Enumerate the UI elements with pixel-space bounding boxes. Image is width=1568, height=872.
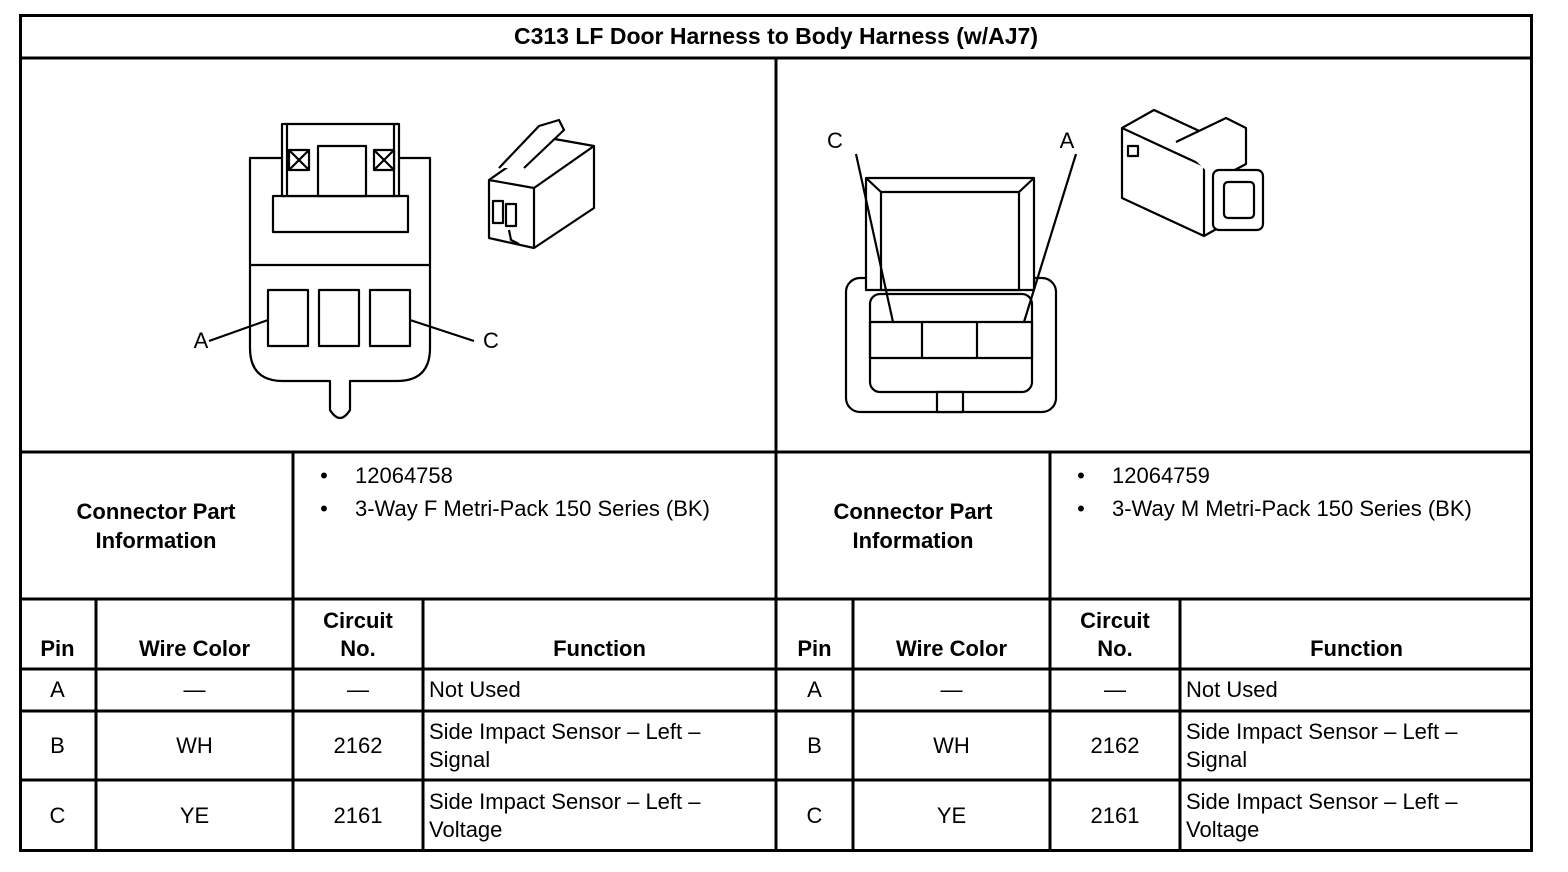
connector-end-view-table: C313 LF Door Harness to Body Harness (w/… (19, 14, 1533, 852)
pin-label-a: A (193, 328, 209, 353)
header-wire-color: Wire Color (138, 636, 251, 661)
female-connector-drawing (208, 118, 596, 420)
header-circuit-no: Circuit No. (323, 608, 393, 661)
wire-color-cell: — (940, 677, 963, 702)
pin-cell: C (806, 803, 823, 828)
connector-part-info-label: Connector Part Information (833, 498, 993, 553)
wire-color-cell: YE (936, 803, 967, 828)
pin-label-c: C (827, 128, 843, 153)
part-info-list: •12064759 •3-Way M Metri-Pack 150 Series… (1050, 461, 1533, 523)
circuit-cell: 2161 (1090, 803, 1140, 828)
list-item: •3-Way M Metri-Pack 150 Series (BK) (1050, 494, 1533, 523)
diagram-title: C313 LF Door Harness to Body Harness (w/… (513, 22, 1039, 49)
circuit-cell: — (1104, 677, 1126, 702)
list-item: •12064759 (1050, 461, 1533, 490)
part-description: 3-Way M Metri-Pack 150 Series (BK) (1112, 496, 1472, 521)
pin-cell: A (807, 677, 822, 702)
circuit-cell: 2162 (333, 732, 383, 758)
function-cell: Side Impact Sensor – Left – Voltage (1186, 789, 1458, 842)
pin-label-a: A (1059, 128, 1075, 153)
function-cell: Not Used (1186, 677, 1278, 702)
list-item: •12064758 (293, 461, 776, 490)
pin-cell: A (50, 677, 65, 702)
header-wire-color: Wire Color (895, 636, 1008, 661)
circuit-cell: 2162 (1090, 732, 1140, 758)
circuit-cell: 2161 (333, 803, 383, 828)
function-cell: Side Impact Sensor – Left – Signal (429, 718, 701, 772)
part-description: 3-Way F Metri-Pack 150 Series (BK) (355, 496, 710, 521)
pin-cell: B (50, 732, 65, 758)
list-item: •3-Way F Metri-Pack 150 Series (BK) (293, 494, 776, 523)
circuit-cell: — (347, 677, 369, 702)
male-connector-drawing (844, 108, 1265, 414)
header-circuit-no: Circuit No. (1080, 608, 1150, 661)
header-pin: Pin (40, 636, 75, 661)
header-function: Function (1310, 636, 1403, 661)
pin-cell: C (49, 803, 66, 828)
part-number: 12064759 (1112, 463, 1210, 488)
function-cell: Side Impact Sensor – Left – Voltage (429, 789, 701, 842)
table-grid (19, 14, 1533, 852)
wire-color-cell: — (183, 677, 206, 702)
pin-label-c: C (483, 328, 499, 353)
wire-color-cell: WH (176, 732, 213, 758)
header-pin: Pin (797, 636, 832, 661)
part-info-list: •12064758 •3-Way F Metri-Pack 150 Series… (293, 461, 776, 523)
header-function: Function (553, 636, 646, 661)
pin-cell: B (807, 732, 822, 758)
wire-color-cell: WH (933, 732, 970, 758)
function-cell: Not Used (429, 677, 521, 702)
connector-part-info-label: Connector Part Information (76, 498, 236, 553)
function-cell: Side Impact Sensor – Left – Signal (1186, 718, 1458, 772)
part-number: 12064758 (355, 463, 453, 488)
wire-color-cell: YE (179, 803, 210, 828)
